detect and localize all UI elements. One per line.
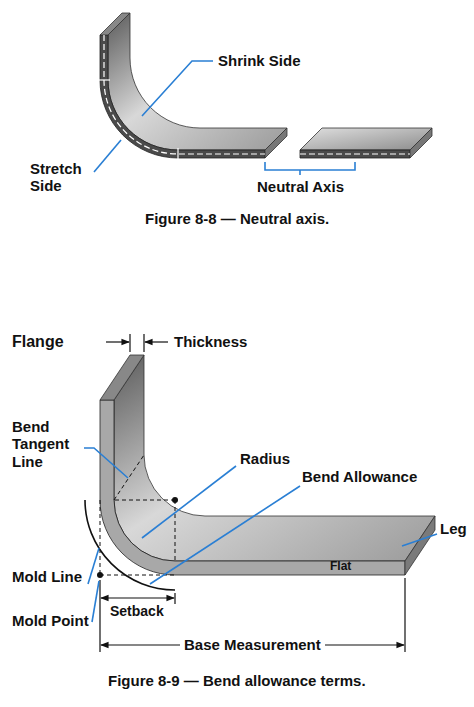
part-label: Flange bbox=[12, 333, 64, 351]
part-label: Leg bbox=[440, 520, 467, 537]
dimension-label: Base Measurement bbox=[180, 636, 325, 653]
flat-sheet bbox=[300, 128, 432, 158]
leader-lines bbox=[84, 448, 437, 622]
part-label: Mold Line bbox=[12, 568, 82, 585]
dimension-label: Setback bbox=[110, 603, 164, 619]
figure-caption: Figure 8-8 — Neutral axis. bbox=[145, 210, 329, 227]
part-label: Bend Allowance bbox=[302, 468, 417, 485]
part-label: Bend Tangent Line bbox=[12, 418, 84, 470]
surface-label: Flat bbox=[330, 560, 351, 574]
leader-lines bbox=[94, 61, 355, 175]
construction-lines bbox=[100, 455, 175, 575]
bend-part bbox=[100, 355, 435, 575]
axis-label: Neutral Axis bbox=[257, 178, 344, 195]
part-label: Mold Point bbox=[12, 612, 89, 629]
part-label: Radius bbox=[240, 450, 290, 467]
side-label: Shrink Side bbox=[218, 52, 301, 69]
side-label: Stretch Side bbox=[30, 160, 92, 195]
mold-point-dot bbox=[97, 572, 103, 578]
radius-center bbox=[172, 497, 178, 503]
figure-caption: Figure 8-9 — Bend allowance terms. bbox=[108, 672, 366, 689]
dimension-label: Thickness bbox=[174, 333, 247, 350]
bent-sheet bbox=[98, 13, 287, 160]
dimension-lines bbox=[100, 334, 405, 652]
